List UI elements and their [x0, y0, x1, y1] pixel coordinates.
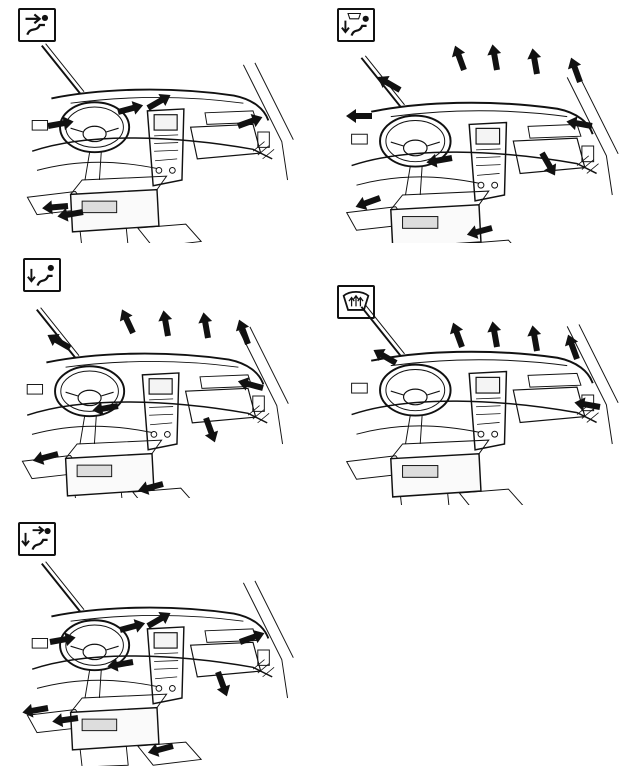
airflow-arrow [48, 630, 77, 649]
airflow-arrow [116, 98, 145, 119]
airflow-arrow [235, 110, 265, 133]
floor-icon [23, 258, 61, 292]
airflow-arrow [196, 311, 215, 340]
airflow-arrow [106, 655, 135, 674]
airflow-arrow [425, 151, 454, 170]
airflow-arrow [156, 309, 175, 338]
airflow-arrow [535, 149, 562, 180]
airflow-arrow [525, 47, 544, 76]
face-vent-icon [18, 8, 56, 42]
airflow-arrow [31, 447, 60, 468]
airflow-arrow [21, 701, 50, 720]
airflow-arrow [485, 320, 504, 349]
airflow-arrow [448, 43, 471, 73]
airflow-arrow [485, 43, 504, 72]
airflow-arrow [237, 626, 267, 649]
dashboard-drawing [21, 560, 295, 766]
dashboard-drawing [26, 42, 295, 243]
panel-bi-level [332, 8, 632, 243]
dashboard-drawing [21, 306, 290, 498]
panel-floor [8, 258, 308, 498]
dashboard-drawing [345, 303, 620, 505]
bi-level-icon [337, 8, 375, 42]
airflow-arrow [564, 55, 587, 85]
panel-face-floor [8, 522, 308, 766]
dashboard-drawing [345, 43, 620, 243]
airflow-arrow [115, 306, 140, 336]
airflow-arrow [118, 616, 147, 637]
windshield-defrost-icon [337, 285, 375, 319]
airflow-arrow [232, 317, 255, 347]
panel-face [8, 8, 308, 243]
airflow-arrow [525, 324, 544, 353]
airflow-arrow [346, 109, 372, 123]
face-and-floor-icon [18, 522, 56, 556]
panel-defrost [332, 285, 632, 505]
airflow-arrow [446, 320, 469, 350]
